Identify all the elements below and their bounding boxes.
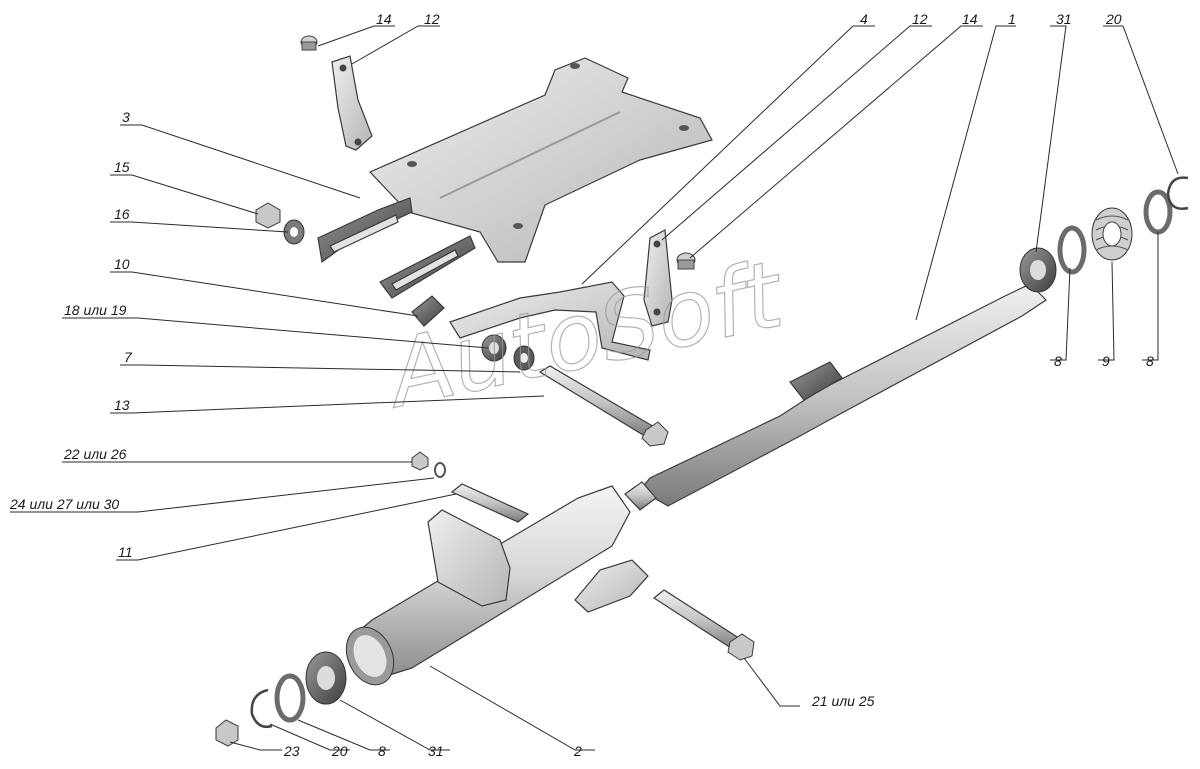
callout-22-26: 22 или 26 <box>63 446 127 462</box>
callout-2: 2 <box>573 743 582 759</box>
bolt-13 <box>538 365 669 447</box>
callout-8-right-b: 8 <box>1146 353 1154 369</box>
circlip-20-right <box>1166 176 1189 210</box>
callout-7: 7 <box>124 349 133 365</box>
callout-12-top: 12 <box>424 11 440 27</box>
bearing-31-right <box>1019 247 1057 293</box>
upper-strap <box>331 55 373 151</box>
callout-15: 15 <box>114 159 130 175</box>
spring-9 <box>1091 207 1133 261</box>
callout-14-mid: 14 <box>962 11 978 27</box>
callout-31-right: 31 <box>1056 11 1072 27</box>
callout-3: 3 <box>122 109 130 125</box>
bolt-14-mid <box>676 252 696 270</box>
bracket-slotted-arm <box>317 197 476 299</box>
mounting-bracket-plate <box>368 57 713 263</box>
callout-24-27-30: 24 или 27 или 30 <box>9 496 119 512</box>
callout-11: 11 <box>118 544 133 560</box>
pin-11 <box>450 483 530 523</box>
column-tube-2 <box>345 485 649 686</box>
callout-10: 10 <box>114 256 130 272</box>
callout-16: 16 <box>114 206 130 222</box>
callout-9: 9 <box>1102 353 1110 369</box>
lever-4 <box>449 281 651 361</box>
lower-strap <box>643 229 673 327</box>
callout-4: 4 <box>860 11 868 27</box>
callout-20-bottom: 20 <box>331 743 348 759</box>
callout-21-25: 21 или 25 <box>811 693 875 709</box>
callout-18-19: 18 или 19 <box>64 302 127 318</box>
callout-1: 1 <box>1008 11 1016 27</box>
callout-20-right: 20 <box>1105 11 1122 27</box>
washer-18-19 <box>481 334 507 362</box>
callout-14-top: 14 <box>376 11 392 27</box>
washer-24-27-30 <box>434 462 446 478</box>
bolt-21-25 <box>652 589 755 661</box>
nut-22-26 <box>411 451 429 471</box>
callout-8-right-a: 8 <box>1054 353 1062 369</box>
callout-23: 23 <box>283 743 300 759</box>
leader-lines <box>10 25 1179 751</box>
callout-8-bottom: 8 <box>378 743 386 759</box>
callout-31-bottom: 31 <box>428 743 444 759</box>
bearing-31-bottom <box>305 651 347 705</box>
callout-13: 13 <box>114 397 130 413</box>
bushing-10 <box>411 295 445 327</box>
circlip-20-bottom <box>250 688 273 728</box>
snap-ring-8-b <box>1143 189 1173 235</box>
washer-7 <box>513 345 535 371</box>
snap-ring-8-bottom <box>274 673 306 723</box>
bolt-14-top <box>300 35 318 51</box>
nut-15 <box>255 202 281 229</box>
callout-12-mid: 12 <box>912 11 928 27</box>
snap-ring-8-a <box>1057 225 1087 275</box>
nut-23 <box>215 719 239 747</box>
